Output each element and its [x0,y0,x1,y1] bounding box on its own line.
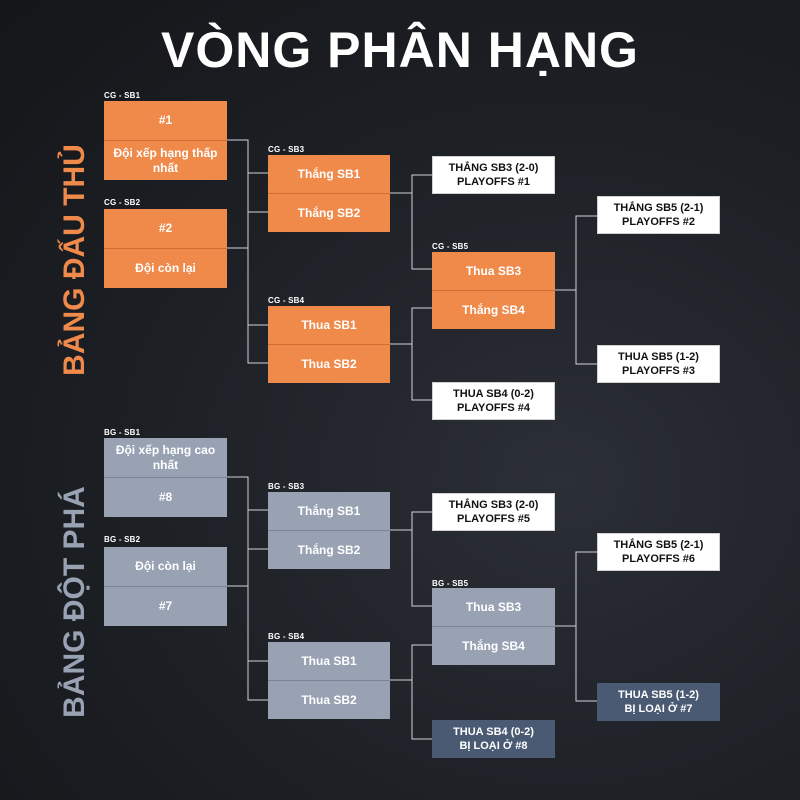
bg-out1-line1: THẮNG SB3 (2-0) [448,499,539,511]
cg-sb3-divider [268,193,390,194]
cg-sb5-bottom: Thắng SB4 [432,291,555,329]
cg-sb4-divider [268,344,390,345]
bg-outcome-eliminated-7: THUA SB5 (1-2) BỊ LOẠI Ở #7 [597,683,720,721]
cg-out4-line1: THUA SB4 (0-2) [453,388,534,400]
cg-sb2-divider [104,248,227,249]
bg-out4-line1: THUA SB4 (0-2) [453,726,534,738]
cg-sb2-label: CG - SB2 [104,198,141,207]
cg-out1-line1: THẮNG SB3 (2-0) [448,162,539,174]
bg-sb5-divider [432,626,555,627]
bg-out2-line1: THẮNG SB5 (2-1) [613,539,704,551]
bg-outcome-eliminated-8: THUA SB4 (0-2) BỊ LOẠI Ở #8 [432,720,555,758]
bg-sb5-top: Thua SB3 [432,588,555,626]
cg-out3-line2: PLAYOFFS #3 [622,365,695,377]
bg-sb5-bottom: Thắng SB4 [432,627,555,665]
bg-sb4-label: BG - SB4 [268,632,305,641]
bg-out3-line1: THUA SB5 (1-2) [618,689,699,701]
cg-outcome-playoffs-4: THUA SB4 (0-2) PLAYOFFS #4 [432,382,555,420]
cg-sb1-divider [104,140,227,141]
bg-sb3-label: BG - SB3 [268,482,305,491]
bg-out1-line2: PLAYOFFS #5 [457,513,530,525]
bg-sb3-top: Thắng SB1 [268,492,390,530]
bg-sb3-bottom: Thắng SB2 [268,531,390,569]
bg-sb1-top: Đội xếp hạng cao nhất [104,438,227,477]
cg-out1-line2: PLAYOFFS #1 [457,176,530,188]
bg-sb3-divider [268,530,390,531]
cg-sb5-label: CG - SB5 [432,242,469,251]
cg-outcome-playoffs-3: THUA SB5 (1-2) PLAYOFFS #3 [597,345,720,383]
bg-sb1-divider [104,477,227,478]
cg-out4-line2: PLAYOFFS #4 [457,402,530,414]
cg-out2-line1: THẮNG SB5 (2-1) [613,202,704,214]
cg-sb5-divider [432,290,555,291]
cg-sb3-bottom: Thắng SB2 [268,194,390,232]
bg-sb2-divider [104,586,227,587]
group-label-cg: BẢNG ĐẤU THỦ [58,144,91,376]
cg-outcome-playoffs-1: THẮNG SB3 (2-0) PLAYOFFS #1 [432,156,555,194]
bg-sb2-bottom: #7 [104,587,227,626]
cg-outcome-playoffs-2: THẮNG SB5 (2-1) PLAYOFFS #2 [597,196,720,234]
bg-outcome-playoffs-5: THẮNG SB3 (2-0) PLAYOFFS #5 [432,493,555,531]
bg-out4-line2: BỊ LOẠI Ở #8 [459,740,528,752]
cg-sb3-label: CG - SB3 [268,145,305,154]
cg-out3-line1: THUA SB5 (1-2) [618,351,699,363]
cg-sb4-top: Thua SB1 [268,306,390,344]
cg-sb1-top: #1 [104,101,227,140]
bg-sb1-bottom: #8 [104,478,227,517]
bg-sb2-top: Đội còn lại [104,547,227,586]
cg-sb1-bottom: Đội xếp hạng thấp nhất [104,141,227,180]
bg-outcome-playoffs-6: THẮNG SB5 (2-1) PLAYOFFS #6 [597,533,720,571]
bg-sb4-divider [268,680,390,681]
cg-sb2-top: #2 [104,209,227,248]
cg-out2-line2: PLAYOFFS #2 [622,216,695,228]
bg-out3-line2: BỊ LOẠI Ở #7 [624,703,693,715]
bg-sb1-label: BG - SB1 [104,428,141,437]
cg-sb2-bottom: Đội còn lại [104,249,227,288]
cg-sb4-bottom: Thua SB2 [268,345,390,383]
cg-sb1-label: CG - SB1 [104,91,141,100]
bg-out2-line2: PLAYOFFS #6 [622,553,695,565]
bg-sb2-label: BG - SB2 [104,535,141,544]
bg-sb4-bottom: Thua SB2 [268,681,390,719]
cg-sb5-top: Thua SB3 [432,252,555,290]
bg-sb4-top: Thua SB1 [268,642,390,680]
page-title: VÒNG PHÂN HẠNG [161,22,639,78]
bg-sb5-label: BG - SB5 [432,579,469,588]
cg-sb3-top: Thắng SB1 [268,155,390,193]
group-label-bg: BẢNG ĐỘT PHÁ [58,486,91,718]
cg-sb4-label: CG - SB4 [268,296,305,305]
